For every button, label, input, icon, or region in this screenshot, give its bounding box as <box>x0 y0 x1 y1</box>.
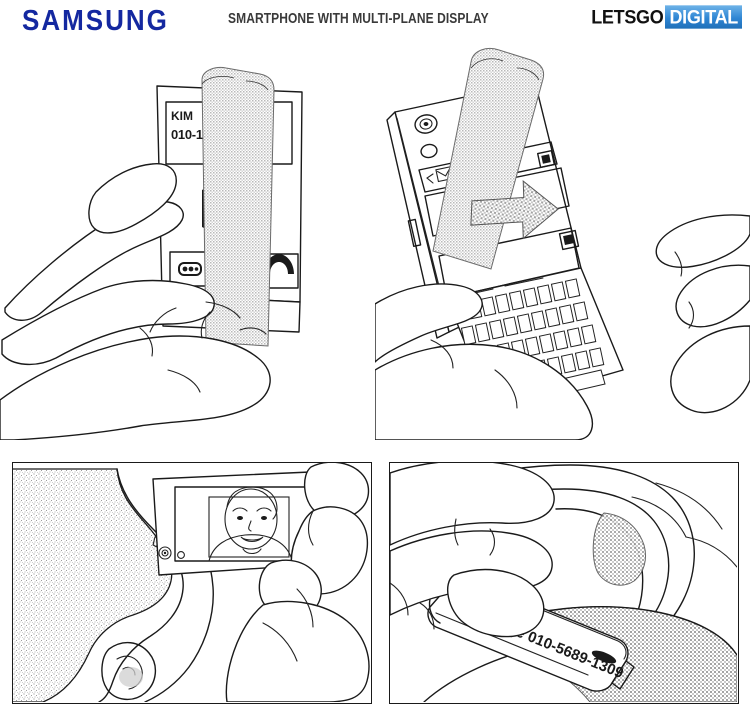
caller-name: KIM <box>171 109 193 123</box>
panel-incoming-call-front-display: KIM 010-1234-5678 <box>0 40 375 440</box>
hair <box>226 486 278 520</box>
front-camera-icon <box>158 546 172 560</box>
hair <box>13 468 173 702</box>
camera-lens-icon <box>414 114 438 134</box>
left-eye <box>237 516 243 520</box>
watermark-digital: DIGITAL <box>665 5 742 29</box>
right-eye <box>261 516 267 520</box>
panel-pocket-edge-notification: Message 010-5689-1309 <box>389 462 739 704</box>
samsung-logo: SAMSUNG <box>22 3 169 37</box>
figure-incoming-call: KIM 010-1234-5678 <box>0 67 303 440</box>
speaker-icon <box>178 262 202 276</box>
pocket-shadow <box>592 512 647 586</box>
volume-button[interactable] <box>407 218 422 248</box>
front-camera-cluster <box>158 546 185 560</box>
rolled-transparent-display <box>201 67 275 347</box>
hand-right <box>655 214 750 414</box>
hand-inserting-phone <box>390 463 555 638</box>
figure-video-call <box>13 463 370 702</box>
index-finger <box>390 463 555 546</box>
ring-finger <box>670 325 750 414</box>
phone-side-edge <box>386 111 450 339</box>
hand-left <box>375 283 594 440</box>
send-button-icon[interactable] <box>536 149 556 169</box>
palm <box>225 600 370 702</box>
index-finger <box>655 214 750 268</box>
head-profile <box>13 468 214 702</box>
led-sensor-icon <box>177 551 185 559</box>
figure-messaging-keyboard <box>375 48 750 440</box>
ear-canal-shade <box>119 667 143 687</box>
page-title: SMARTPHONE WITH MULTI-PLANE DISPLAY <box>228 10 489 27</box>
video-call-face <box>208 486 294 562</box>
index-finger <box>4 201 184 321</box>
proximity-sensor-icon <box>420 143 438 159</box>
samsung-oval-logo <box>591 650 617 664</box>
chin-neck <box>242 548 262 555</box>
hand-holding-phone <box>0 163 271 440</box>
face-oval <box>224 488 278 550</box>
panel-messaging-keyboard-display <box>375 40 750 440</box>
middle-finger <box>1 279 215 365</box>
end-call-handset-icon <box>264 254 294 274</box>
palm <box>0 335 271 440</box>
back-chevron-icon[interactable] <box>426 173 434 184</box>
left-eyebrow <box>232 507 248 512</box>
nose <box>248 520 252 532</box>
face-tracking-box <box>208 496 290 558</box>
index-finger <box>304 463 370 519</box>
thumb <box>375 283 483 363</box>
page-header: SAMSUNG SMARTPHONE WITH MULTI-PLANE DISP… <box>0 0 750 38</box>
hand-holding-phone <box>225 463 370 702</box>
middle-finger <box>675 264 750 328</box>
figure-pocket-notification: Message 010-5689-1309 <box>390 463 737 702</box>
camera-cluster <box>414 114 438 159</box>
mouth <box>240 536 264 543</box>
palm <box>375 343 594 440</box>
phone-right-edge <box>611 660 635 690</box>
panel-video-call-at-ear <box>12 462 372 704</box>
down-arrow-icon <box>470 180 559 240</box>
thumb <box>446 568 545 638</box>
watermark-letsgo: LETSGO <box>591 5 664 28</box>
rolled-transparent-display <box>432 48 545 270</box>
attach-button-icon[interactable] <box>558 229 580 251</box>
thumb <box>88 163 177 234</box>
shoulders <box>208 534 294 562</box>
letsgodigital-watermark: LETSGO DIGITAL <box>591 5 742 29</box>
right-eyebrow <box>256 507 272 512</box>
